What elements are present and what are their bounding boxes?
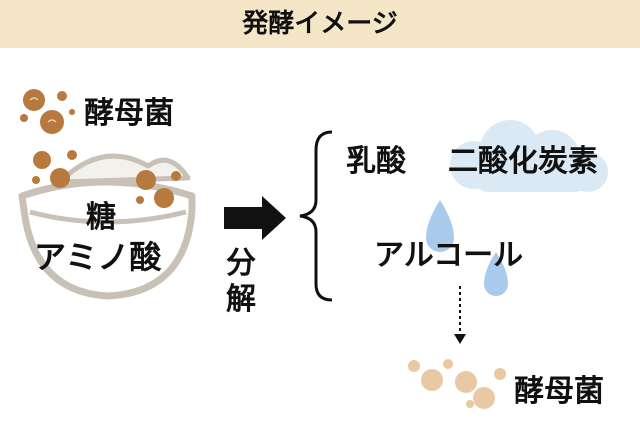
title-bar — [0, 0, 640, 48]
sugar-label: 糖 — [86, 200, 116, 235]
yeast-icon — [20, 89, 75, 134]
drop-icon — [426, 200, 454, 252]
decompose-label-line1: 分 — [226, 246, 256, 281]
bowl-icon — [18, 153, 196, 300]
yeast-result-label: 酵母菌 — [514, 374, 604, 409]
co2-label: 二酸化炭素 — [448, 144, 598, 179]
right-arrow-icon — [224, 196, 286, 240]
yeast-icon — [136, 170, 181, 208]
dotted-arrow-icon — [454, 286, 466, 344]
lactic-acid-label: 乳酸 — [346, 144, 406, 179]
curly-brace — [299, 130, 333, 302]
amino-acid-label: アミノ酸 — [34, 238, 162, 276]
page-title: 発酵イメージ — [242, 9, 398, 39]
yeast-icon — [408, 359, 506, 409]
alcohol-label: アルコール — [374, 238, 524, 273]
yeast-label: 酵母菌 — [84, 96, 174, 131]
drop-icon — [484, 252, 508, 296]
decompose-label-line2: 解 — [226, 282, 256, 317]
yeast-icon — [32, 150, 77, 188]
cloud-icon — [450, 120, 608, 192]
